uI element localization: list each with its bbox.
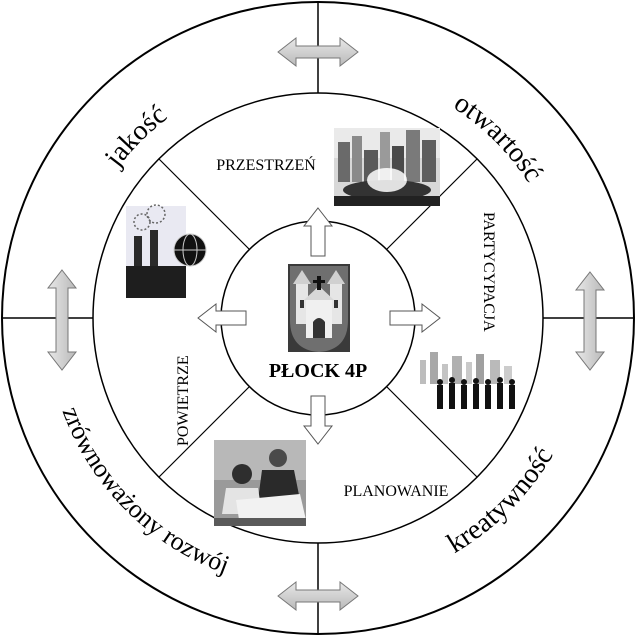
label-planowanie: PLANOWANIE [344, 483, 449, 500]
center-title: PŁOCK 4P [269, 360, 367, 382]
plock-coat-of-arms-icon [288, 264, 350, 352]
factory-pollution-image [126, 204, 207, 298]
double-arrow-bottom [277, 580, 359, 612]
label-powietrze: POWIETRZE [175, 355, 192, 446]
double-arrow-top [277, 36, 359, 68]
crowd-silhouettes-image [414, 352, 520, 412]
double-arrow-left [46, 269, 78, 371]
label-przestrzen: PRZESTRZEŃ [216, 155, 316, 174]
label-partycypacja: PARTYCYPACJA [480, 212, 497, 332]
city-skyline-fountain-image [334, 128, 440, 206]
double-arrow-right [574, 271, 606, 371]
center-arrows [197, 207, 441, 445]
business-people-image [214, 440, 306, 526]
